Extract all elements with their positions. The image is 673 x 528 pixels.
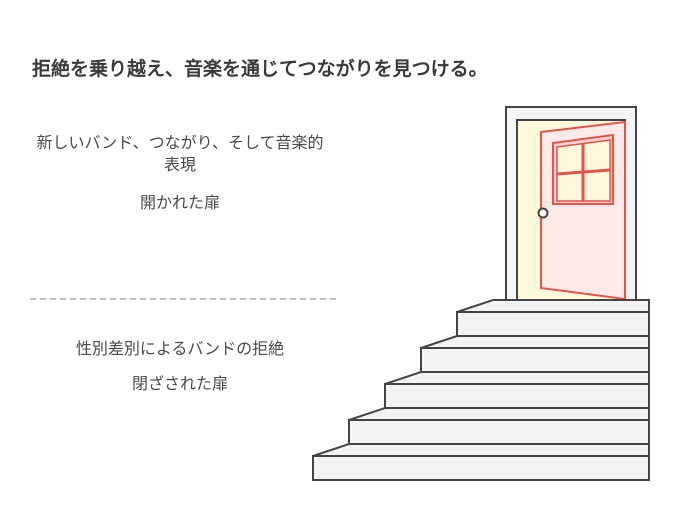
stair-tread (384, 371, 650, 385)
stair-step (420, 347, 650, 373)
diagram-title: 拒絶を乗り越え、音楽を通じてつながりを見つける。 (32, 58, 488, 80)
stair-step (384, 383, 650, 409)
stair-tread (312, 443, 650, 457)
stair-tread (456, 299, 650, 313)
stair-step (312, 455, 650, 481)
stair-tread (348, 407, 650, 421)
closed-door-description: 性別差別によるバンドの拒絶 (75, 339, 285, 358)
stair-tread (420, 335, 650, 349)
open-door-description: 新しいバンド、つながり、そして音楽的表現 (36, 133, 324, 174)
stair-step (456, 311, 650, 337)
open-door-label: 開かれた扉 (139, 193, 220, 212)
stairs (312, 299, 650, 481)
closed-door-label: 閉ざされた扉 (131, 374, 228, 393)
open-door (537, 120, 626, 301)
door-window-icon (552, 133, 614, 205)
door-knob-icon (537, 207, 549, 219)
stair-step (348, 419, 650, 445)
